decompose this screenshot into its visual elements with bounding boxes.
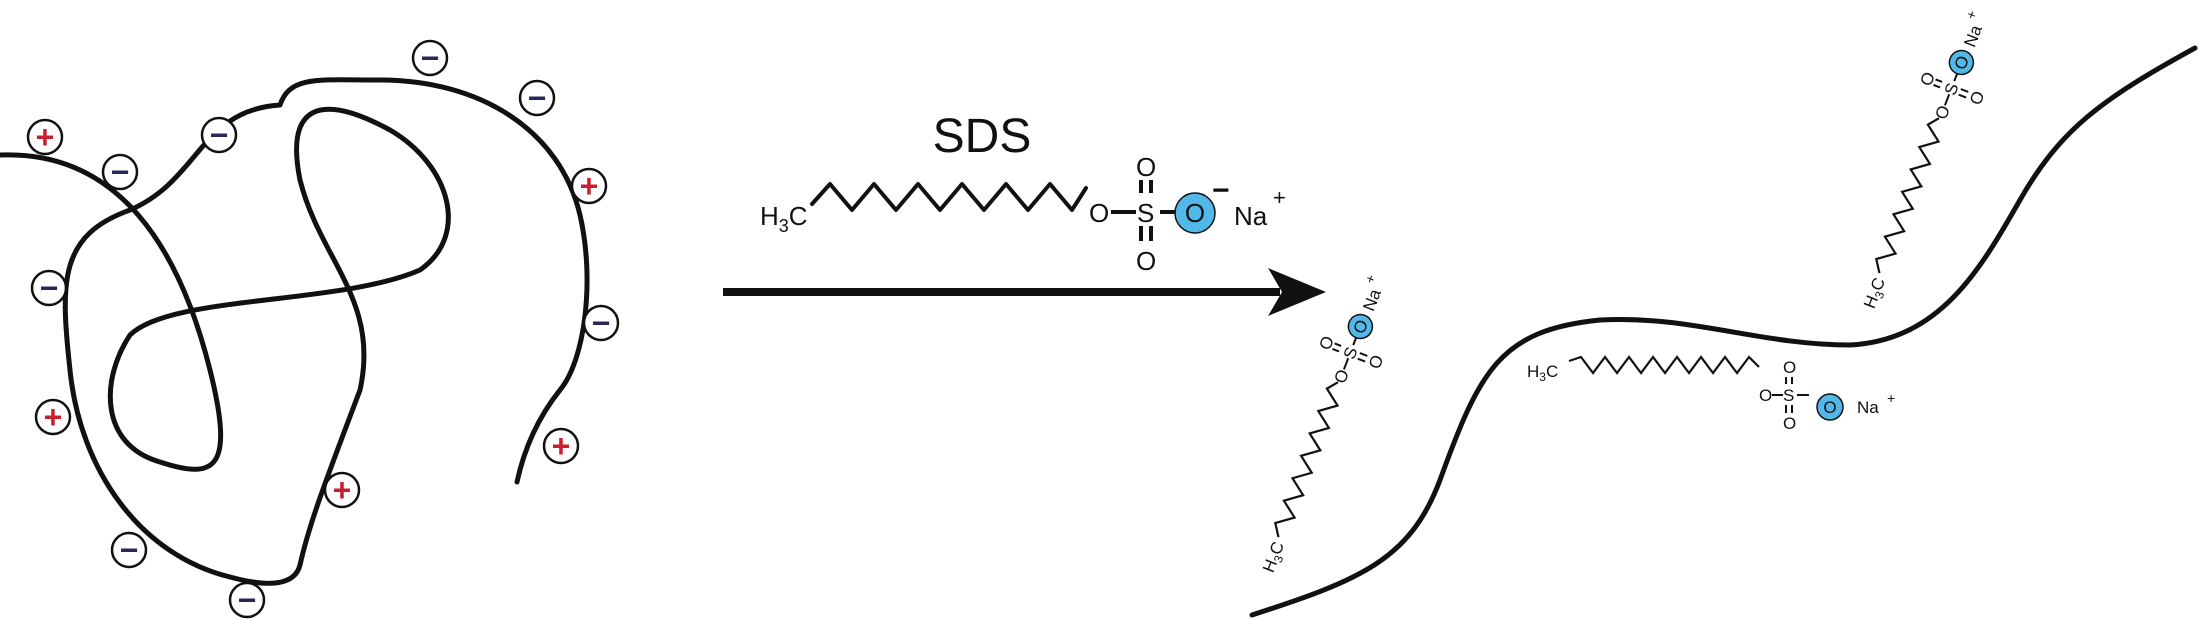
svg-text:O: O [1966,88,1988,107]
svg-text:H3C: H3C [1527,362,1558,384]
svg-text:−: − [120,532,139,568]
svg-text:−: − [210,117,229,153]
svg-text:−: − [592,305,611,341]
svg-text:Na: Na [1857,398,1879,417]
svg-text:−: − [421,40,440,76]
reagent-name: SDS [933,110,1032,163]
protein-chain-linear [1249,45,2198,618]
svg-text:O: O [1350,317,1372,336]
sulfur-atom: S [1137,198,1154,228]
svg-text:O: O [1783,414,1796,433]
svg-text:+: + [1887,390,1895,406]
negative-charge: − [101,153,139,191]
svg-text:O: O [1917,69,1939,88]
sds-structure: H3C O S O O O − Na + [760,152,1286,276]
positive-charge: + [570,167,608,205]
svg-text:Na: Na [1359,286,1385,314]
svg-text:H3C: H3C [1259,539,1291,576]
svg-text:O: O [1783,358,1796,377]
svg-text:−: − [40,270,59,306]
svg-text:+: + [580,168,599,204]
sodium-counterion: Na [1234,201,1268,231]
reagent-label-group: SDS H3C O S O O O − [723,110,1326,316]
svg-text:+: + [44,399,63,435]
svg-text:S: S [1783,386,1794,405]
negative-charge: − [518,79,556,117]
positive-charge: + [542,427,580,465]
anionic-oxygen-highlight [1174,192,1216,234]
svg-text:−: − [238,582,257,618]
negative-charge: − [110,531,148,569]
negative-charge: − [30,269,68,307]
positive-charge: + [34,398,72,436]
svg-text:O: O [1316,333,1338,352]
reaction-arrow [723,268,1326,316]
svg-text:H3C: H3C [1860,275,1892,312]
svg-text:−: − [528,80,547,116]
alkyl-chain [810,182,1088,212]
folded-protein: + − − − − + − [0,39,620,619]
sulfonyl-oxygen-top: O [1136,152,1156,182]
svg-text:+: + [1962,8,1980,21]
charge-markers: + − − − − + − [26,39,620,619]
svg-text:O: O [1330,367,1352,386]
svg-text:+: + [1361,272,1379,285]
sds-molecule: H3C O S O O O Na + [1259,272,1387,576]
positive-charge: + [323,471,361,509]
negative-charge: − [411,39,449,77]
svg-text:O: O [1951,53,1973,72]
svg-text:O: O [1823,398,1836,417]
anionic-oxygen: O [1185,198,1205,228]
ester-oxygen: O [1089,198,1109,228]
protein-chain-folded [0,77,590,586]
negative-charge: − [200,116,238,154]
sulfonyl-oxygen-bottom: O [1136,246,1156,276]
anion-charge: − [1212,174,1230,207]
sodium-charge: + [1273,185,1286,210]
svg-text:+: + [333,472,352,508]
svg-text:+: + [552,428,571,464]
positive-charge: + [26,118,64,156]
svg-text:Na: Na [1960,22,1986,50]
svg-text:+: + [36,119,55,155]
negative-charge: − [582,304,620,342]
svg-text:−: − [111,154,130,190]
svg-text:O: O [1931,103,1953,122]
unfolded-protein: H3C O S O O O Na + H3C O S O O [1249,8,2198,618]
methyl-group: H3C [760,201,808,236]
svg-text:O: O [1759,386,1772,405]
negative-charge: − [228,581,266,619]
sds-molecule: H3C O S O O O Na + [1860,8,1988,312]
sds-molecule: H3C O S O O O Na + [1527,355,1895,433]
svg-text:O: O [1365,352,1387,371]
